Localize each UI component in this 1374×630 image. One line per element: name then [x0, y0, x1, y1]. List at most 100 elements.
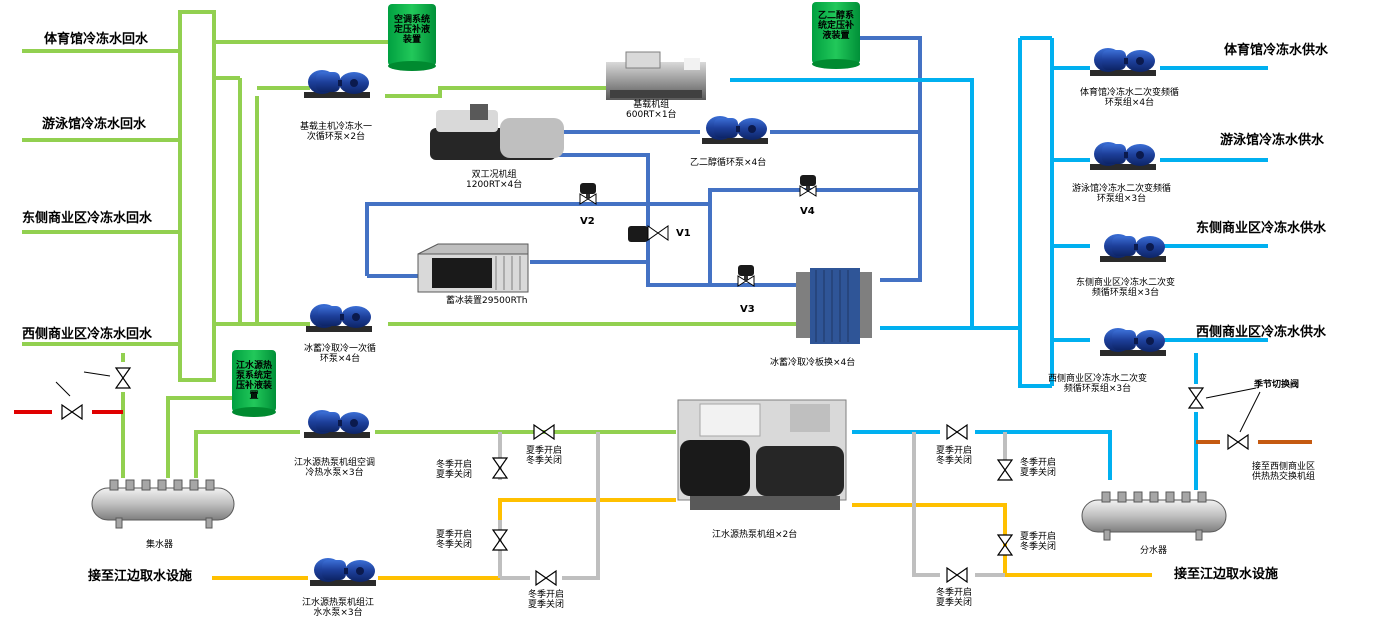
west-pump-line1: 西侧商业区冷冻水二次变	[1048, 374, 1148, 384]
valve-note-3b: 冬季关闭	[436, 540, 473, 551]
valve-note-2a: 冬季开启	[436, 460, 473, 470]
east-pump-line1: 东侧商业区冷冻水二次变	[1076, 278, 1176, 288]
gym-secondary-pump	[1090, 48, 1156, 76]
collector-vessel	[91, 479, 235, 529]
west-heat-label: 接至西侧商业区 供热热交换机组	[1252, 462, 1315, 483]
base-primary-pump	[304, 70, 370, 98]
distributor-label: 分水器	[1140, 546, 1168, 556]
valve-note-8b: 夏季关闭	[936, 598, 973, 609]
base-pump-line2: 次循环泵×2台	[306, 132, 366, 143]
valve-note-4b: 夏季关闭	[528, 600, 565, 611]
plate-hx-label: 冰蓄冷取冷板换×4台	[770, 358, 856, 368]
winter-valve-right-bottom	[946, 567, 968, 583]
east-pump-line2: 频循环泵组×3台	[1091, 288, 1160, 299]
glycol-pump	[702, 116, 768, 144]
label-gym-return: 体育馆冷冻水回水	[44, 32, 149, 47]
label-pool-return: 游泳馆冷冻水回水	[42, 117, 147, 132]
summer-valve-right-lower	[997, 534, 1013, 556]
valve-note-6: 冬季开启 夏季关闭	[1020, 458, 1056, 479]
hp-river-pump	[310, 558, 376, 586]
label-east-supply: 东侧商业区冷冻水供水	[1196, 221, 1327, 236]
gym-pump-label: 体育馆冷冻水二次变频循 环泵组×4台	[1080, 88, 1179, 109]
valve-note-4: 冬季开启 夏季关闭	[528, 590, 564, 611]
valve-note-6b: 夏季关闭	[1020, 468, 1057, 479]
ice-primary-pump	[306, 304, 372, 332]
valve-v2	[579, 182, 597, 205]
valve-note-2: 冬季开启 夏季关闭	[436, 460, 472, 481]
v3-label: V3	[740, 304, 755, 315]
dual-chiller-name: 双工况机组	[471, 170, 517, 180]
ice-pump-label: 冰蓄冷取冷一次循 环泵×4台	[304, 344, 376, 365]
valve-note-5: 夏季开启 冬季关闭	[936, 446, 972, 467]
label-pool-supply: 游泳馆冷冻水供水	[1220, 133, 1325, 148]
valve-note-8a: 冬季开启	[936, 588, 973, 598]
hp-ac-pump	[304, 410, 370, 438]
ice-storage-tank	[417, 243, 529, 293]
season-valve-label: 季节切换阀	[1254, 380, 1300, 390]
valve-note-5a: 夏季开启	[936, 446, 973, 456]
valve-note-7a: 夏季开启	[1020, 532, 1057, 542]
glycol-tank-label: 乙二醇系统定压补液装置	[817, 11, 854, 41]
season-valve-vertical	[1188, 387, 1204, 409]
label-east-return: 东侧商业区冷冻水回水	[22, 211, 153, 226]
west-secondary-pump	[1100, 328, 1166, 356]
base-chiller	[606, 51, 706, 100]
valve-note-4a: 冬季开启	[528, 590, 565, 600]
winter-valve-right-upper	[997, 459, 1013, 481]
pool-secondary-pump	[1090, 142, 1156, 170]
return-header	[178, 10, 216, 382]
gym-pump-line2: 环泵组×4台	[1104, 98, 1155, 109]
return-valve	[115, 367, 131, 389]
glycol-pump-label: 乙二醇循环泵×4台	[690, 158, 767, 168]
heat-pump-label: 江水源热泵机组×2台	[712, 530, 798, 540]
hp-ac-pump-line1: 江水源热泵机组空调	[294, 458, 376, 468]
heating-piping	[14, 410, 1312, 444]
hp-river-pump-line1: 江水源热泵机组江	[302, 598, 375, 608]
summer-valve-right-top	[946, 424, 968, 440]
gym-pump-line1: 体育馆冷冻水二次变频循	[1080, 88, 1180, 98]
west-heat-line1: 接至西侧商业区	[1252, 462, 1316, 472]
east-pump-label: 东侧商业区冷冻水二次变 频循环泵组×3台	[1076, 278, 1175, 299]
v2-label: V2	[580, 216, 595, 227]
valve-note-1b: 冬季关闭	[526, 456, 563, 467]
dual-chiller-label: 双工况机组 1200RT×4台	[466, 170, 522, 191]
glycol-pressurization-tank	[812, 2, 860, 69]
dual-chiller	[430, 104, 564, 160]
valve-note-6a: 冬季开启	[1020, 458, 1057, 468]
hp-river-pump-line2: 水水泵×3台	[313, 608, 363, 619]
distributor-vessel	[1081, 491, 1227, 541]
valve-note-3a: 夏季开启	[436, 530, 473, 540]
heat-valve	[61, 404, 83, 420]
base-chiller-name: 基载机组	[633, 100, 670, 110]
supply-piping	[730, 36, 1268, 490]
base-pump-label: 基载主机冷冻水一 次循环泵×2台	[300, 122, 372, 143]
valve-note-3: 夏季开启 冬季关闭	[436, 530, 472, 551]
valve-note-7: 夏季开启 冬季关闭	[1020, 532, 1056, 553]
collector-label: 集水器	[146, 540, 174, 550]
hp-ac-pump-label: 江水源热泵机组空调 冷热水泵×3台	[294, 458, 375, 479]
valve-note-1a: 夏季开启	[526, 446, 563, 456]
hp-river-pump-label: 江水源热泵机组江 水水泵×3台	[302, 598, 374, 619]
base-chiller-capacity: 600RT×1台	[626, 110, 677, 121]
season-valve-horizontal	[1227, 434, 1249, 450]
hp-ac-pump-line2: 冷热水泵×3台	[305, 468, 364, 479]
valve-note-7b: 冬季关闭	[1020, 542, 1057, 553]
heat-pump-unit	[677, 399, 847, 510]
valve-note-8: 冬季开启 夏季关闭	[936, 588, 972, 609]
west-pump-line2: 频循环泵组×3台	[1063, 384, 1132, 395]
v1-label: V1	[676, 228, 691, 239]
pool-pump-line2: 环泵组×3台	[1096, 194, 1147, 205]
river-right-label: 接至江边取水设施	[1174, 567, 1279, 582]
label-west-supply: 西侧商业区冷冻水供水	[1196, 325, 1327, 340]
pool-pump-line1: 游泳馆冷冻水二次变频循	[1072, 184, 1172, 194]
summer-valve-left-lower	[492, 529, 508, 551]
base-chiller-label: 基载机组 600RT×1台	[626, 100, 677, 121]
dual-chiller-capacity: 1200RT×4台	[466, 180, 523, 191]
valve-v4	[799, 174, 817, 197]
winter-valve-left-bottom	[535, 570, 557, 586]
ice-storage-label: 蓄冰装置29500RTh	[446, 296, 528, 306]
west-heat-line2: 供热热交换机组	[1252, 472, 1316, 483]
ac-pressurization-tank	[388, 4, 436, 71]
ac-tank-label: 空调系统定压补液装置	[393, 15, 430, 45]
valve-v3	[737, 264, 755, 287]
